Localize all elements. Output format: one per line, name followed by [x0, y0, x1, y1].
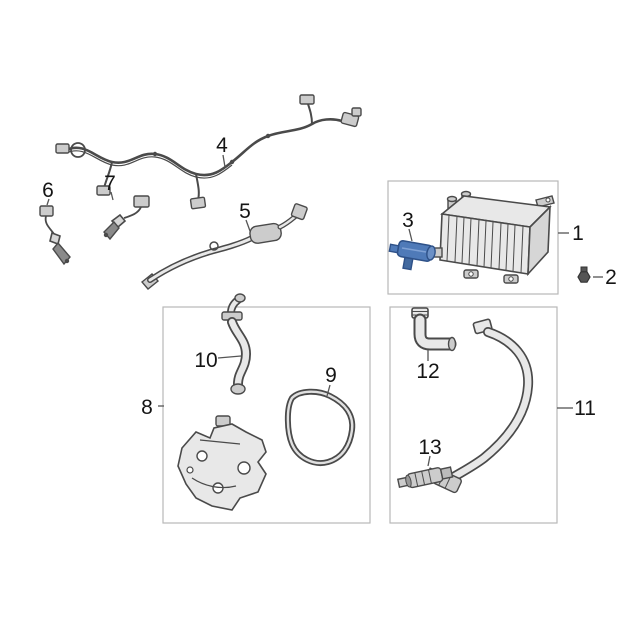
harness-clip-icon: [229, 159, 235, 165]
leader-line-9: [326, 384, 331, 397]
fitting-cap-icon: [439, 466, 454, 480]
valve-flange-icon: [426, 245, 436, 261]
harness-clip-icon: [265, 133, 271, 139]
purge-valve-part[interactable]: [388, 240, 436, 271]
hose-top-fitting-icon: [234, 293, 246, 303]
callout-13[interactable]: 13: [418, 436, 441, 459]
fitting-rib-icon: [428, 469, 432, 484]
callout-3[interactable]: 3: [402, 209, 414, 232]
leader-line-13: [427, 455, 431, 467]
callout-8[interactable]: 8: [141, 396, 153, 419]
canister-tab-hole-icon: [508, 276, 514, 282]
bracket-hole-icon: [237, 461, 251, 475]
leader-line-6: [46, 198, 50, 206]
bracket-hole-icon: [186, 466, 194, 474]
grommet-hex-icon: [577, 271, 591, 283]
leader-line-4: [222, 154, 226, 168]
canister-ribs-icon: [446, 214, 524, 274]
sensor-probe-icon: [52, 241, 71, 266]
canister-port-icon: [446, 195, 458, 203]
harness-connector-icon: [351, 107, 362, 117]
tube-connector-icon: [290, 203, 308, 221]
canister-side-icon: [527, 204, 551, 277]
fitting-rib-icon: [414, 472, 419, 487]
leader-line-5: [245, 219, 251, 232]
sensor-connector-icon: [133, 195, 150, 208]
hose-part[interactable]: [221, 293, 252, 395]
leader-line-7: [110, 191, 114, 201]
harness-connector-icon: [96, 185, 111, 196]
callout-7[interactable]: 7: [104, 172, 116, 195]
valve-highlight-icon: [401, 247, 427, 253]
wiring-harness-part[interactable]: [55, 94, 362, 210]
fitting-oring-icon: [405, 474, 412, 488]
bracket-detail-icon: [191, 439, 241, 489]
tube-clip-icon: [209, 241, 219, 251]
canister-bracket-hole-icon: [545, 197, 551, 203]
harness-grommet-icon: [70, 142, 86, 158]
callout-1[interactable]: 1: [572, 222, 584, 245]
frame-canister-group: [387, 180, 559, 295]
callout-11[interactable]: 11: [574, 397, 596, 420]
harness-connector-icon: [55, 143, 70, 154]
callout-2[interactable]: 2: [605, 266, 617, 289]
callout-6[interactable]: 6: [42, 179, 54, 202]
callout-5[interactable]: 5: [239, 200, 251, 223]
bracket-hole-icon: [196, 450, 208, 462]
leader-line-10: [217, 355, 242, 359]
cover-bracket-part[interactable]: [177, 415, 267, 511]
oxygen-sensor-right-part[interactable]: [103, 195, 150, 241]
harness-clip-icon: [152, 151, 158, 157]
oxygen-sensor-left-part[interactable]: [39, 205, 71, 266]
callout-10[interactable]: 10: [194, 349, 217, 372]
grommet-nut-part[interactable]: [577, 266, 591, 283]
callout-12[interactable]: 12: [416, 360, 439, 383]
gasket-part[interactable]: [284, 388, 356, 466]
callout-9[interactable]: 9: [325, 364, 337, 387]
tube-assembly-part[interactable]: [140, 203, 308, 290]
callout-4[interactable]: 4: [216, 134, 228, 157]
sensor-hex-icon: [49, 231, 61, 246]
frame-hose-group: [389, 306, 558, 524]
elbow-connector-part[interactable]: [411, 307, 457, 352]
bracket-body-icon: [177, 423, 267, 511]
quick-connect-fitting-part[interactable]: [396, 465, 454, 490]
sensor-tip-icon: [64, 258, 70, 264]
sensor-tip-icon: [103, 232, 109, 238]
hose-flange-icon: [230, 383, 246, 395]
sensor-connector-icon: [39, 205, 54, 217]
vapor-canister-part[interactable]: [429, 190, 555, 284]
leader-line-3: [408, 228, 413, 242]
fitting-rib-icon: [421, 471, 426, 485]
harness-connector-icon: [189, 196, 207, 210]
harness-connector-icon: [299, 94, 315, 105]
tube-muffler-icon: [249, 222, 282, 244]
frame-cover-group: [162, 306, 371, 524]
canister-tab-hole-icon: [468, 271, 474, 277]
elbow-open-end-icon: [447, 336, 457, 352]
